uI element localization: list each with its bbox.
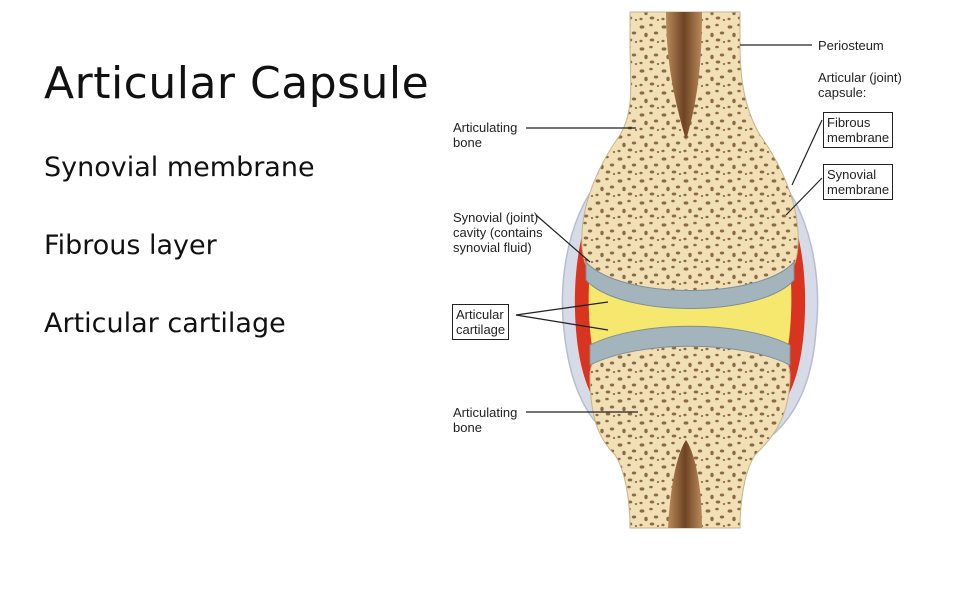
leader-cartilage-upper <box>515 301 609 316</box>
leader-fibrous-membrane <box>791 119 823 186</box>
slide-title: Articular Capsule <box>44 58 430 109</box>
leader-cavity <box>535 214 591 263</box>
leader-cartilage-lower <box>515 314 609 331</box>
label-articulating-bone-bottom: Articulating bone <box>453 405 518 435</box>
label-articular-cartilage: Articular cartilage <box>452 304 510 340</box>
lower-articular-cartilage <box>589 325 791 366</box>
upper-articular-cartilage <box>585 260 795 309</box>
label-fibrous-membrane: Fibrous membrane <box>823 112 894 148</box>
label-synovial-membrane: Synovial membrane <box>823 164 894 200</box>
label-periosteum: Periosteum <box>818 38 884 53</box>
leader-lines <box>515 44 823 413</box>
joint-illustration <box>515 11 823 529</box>
label-synovial-cavity: Synovial (joint) cavity (contains synovi… <box>453 210 543 255</box>
bullet-articular-cartilage: Articular cartilage <box>44 308 286 339</box>
bullet-fibrous-layer: Fibrous layer <box>44 230 217 261</box>
label-articulating-bone-top: Articulating bone <box>453 120 518 150</box>
synovial-joint-diagram: Periosteum Articular (joint) capsule: Fi… <box>440 0 920 545</box>
bullet-synovial-membrane: Synovial membrane <box>44 152 315 183</box>
upper-marrow-cavity <box>666 12 702 140</box>
lower-marrow-cavity <box>668 440 702 528</box>
leader-synovial-membrane <box>785 177 823 216</box>
label-articular-capsule: Articular (joint) capsule: <box>818 70 902 100</box>
